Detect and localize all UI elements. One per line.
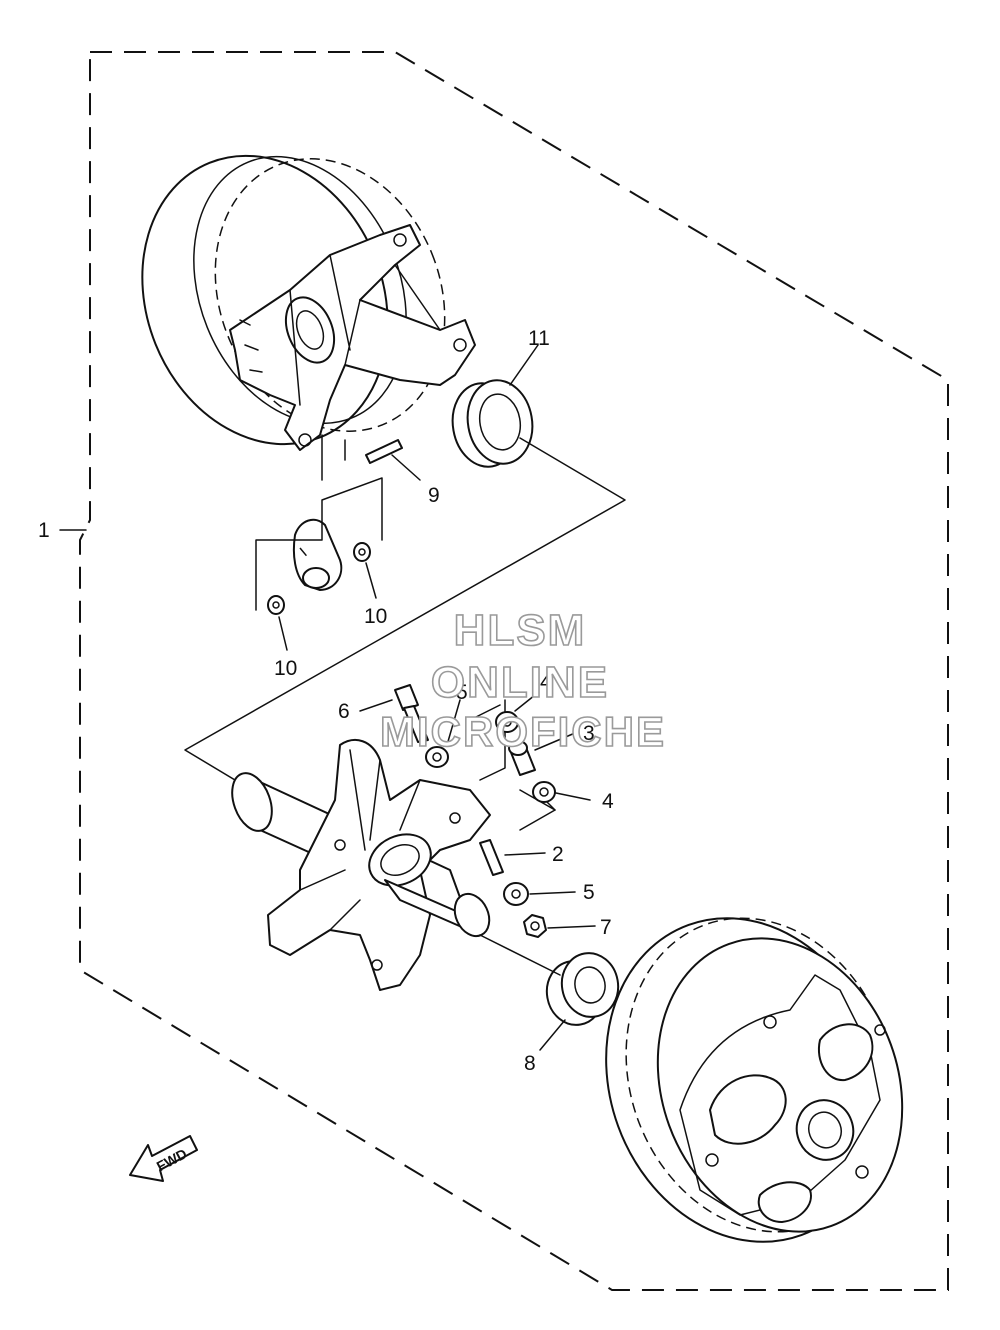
callout-5-upper: 5 [456,681,468,704]
part-6-bolt [359,684,429,743]
part-4-collar-upper [495,694,536,733]
callout-2: 2 [552,843,564,866]
callout-10-right: 10 [364,605,387,628]
movable-sheave-part [605,917,904,1243]
callout-1: 1 [38,519,50,542]
part-7-nut [523,914,596,938]
callout-7: 7 [600,916,612,939]
part-5-washer-lower [503,882,576,906]
part-5-washer-upper [425,699,461,768]
watermark: HLSM ONLINE MICROFICHE [379,605,666,756]
part-4-collar-lower [532,781,591,803]
subassembly-brackets [184,434,626,831]
part-10-weight [267,518,377,651]
part-8-bushing [479,934,620,1051]
fixed-sheave-part [141,154,476,451]
callout-9: 9 [428,484,440,507]
callout-4-lower: 4 [602,790,614,813]
watermark-line-2: ONLINE [431,658,609,707]
watermark-line-3: MICROFICHE [380,708,666,755]
callout-10-left: 10 [274,657,297,680]
watermark-line-1: HLSM [454,606,587,655]
spider-shaft-part [231,739,491,991]
callout-11: 11 [528,327,550,350]
callout-6: 6 [338,700,350,723]
callout-3: 3 [583,722,595,745]
callout-5-lower: 5 [583,881,595,904]
callout-8: 8 [524,1052,536,1075]
part-3-roller [508,732,576,776]
part-9-pin [365,439,421,481]
fwd-arrow-icon: FWD [129,1135,198,1182]
part-11-seal [451,344,539,468]
assembly-boundary [79,51,949,1291]
callout-4-upper: 4 [540,671,552,694]
part-2-pin [479,839,546,876]
